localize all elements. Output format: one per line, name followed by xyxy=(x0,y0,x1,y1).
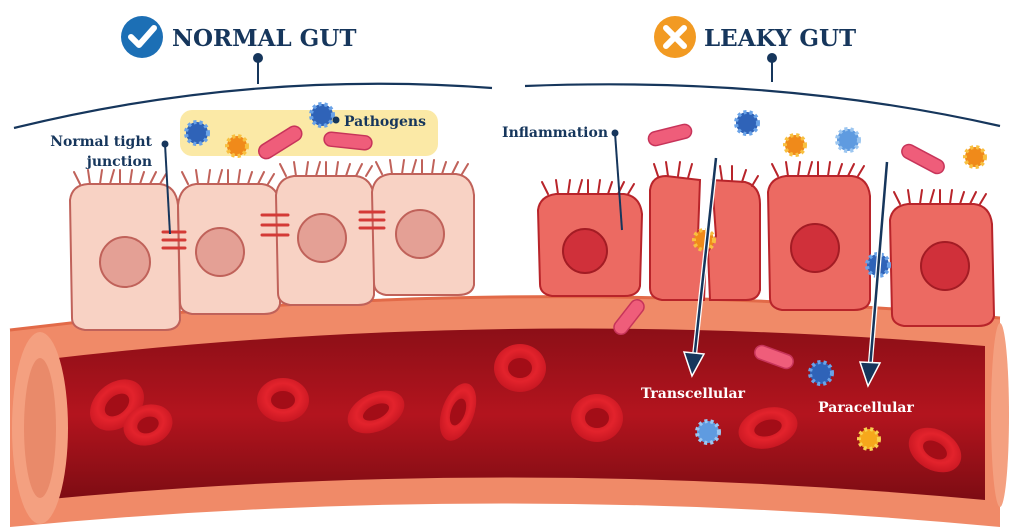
orange-pathogen xyxy=(965,147,985,167)
healthy-cell xyxy=(70,170,180,330)
label-pathogens: Pathogens xyxy=(344,114,426,130)
label-normal-tight-junction-line2: junction xyxy=(85,154,152,170)
blue-pathogen xyxy=(311,104,333,126)
orange-pathogen xyxy=(227,136,247,156)
inflamed-cell xyxy=(538,180,642,296)
leader-dot xyxy=(612,130,619,137)
label-transcellular: Transcellular xyxy=(641,386,746,402)
orange-pathogen xyxy=(785,135,805,155)
checkmark-icon xyxy=(121,16,163,58)
blue-pathogen xyxy=(810,362,832,384)
label-inflammation: Inflammation xyxy=(502,125,608,141)
x-icon xyxy=(654,16,696,58)
blue-pathogen xyxy=(186,122,208,144)
healthy-cell xyxy=(276,162,374,305)
blue-pathogen xyxy=(736,112,758,134)
normal-gut-title: NORMAL GUT xyxy=(172,25,356,52)
leaky-gut-title: LEAKY GUT xyxy=(704,25,856,52)
red-blood-cell xyxy=(494,344,546,392)
blue-pathogen xyxy=(697,421,719,443)
label-normal-tight-junction-line1: Normal tight xyxy=(50,134,152,150)
red-blood-cell xyxy=(257,378,309,422)
healthy-cell xyxy=(372,160,474,295)
label-paracellular: Paracellular xyxy=(818,400,914,416)
inflamed-cell xyxy=(768,162,870,310)
leaky-gut-bracket xyxy=(525,53,1000,126)
blue-pathogen xyxy=(837,129,859,151)
inflamed-cell xyxy=(890,190,994,326)
red-blood-cell xyxy=(571,394,623,442)
orange-pathogen xyxy=(859,429,879,449)
leader-dot xyxy=(333,117,340,124)
healthy-cell xyxy=(178,170,280,314)
leader-dot xyxy=(162,141,169,148)
